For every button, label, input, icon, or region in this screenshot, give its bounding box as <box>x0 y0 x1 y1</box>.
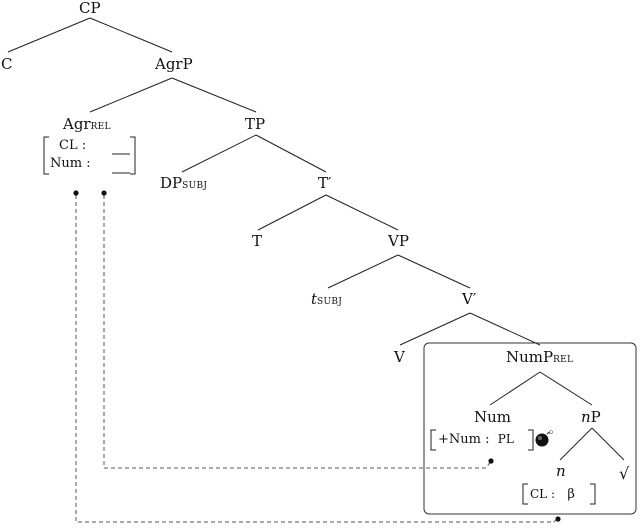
node-agr-sub: REL <box>90 122 111 132</box>
node-v-bar: V′ <box>462 290 477 308</box>
branch-tp-dp <box>181 134 257 173</box>
node-np-rest: P <box>590 408 601 426</box>
agr-feature-cl: CL : <box>59 138 87 153</box>
node-n: n <box>556 462 566 480</box>
node-t-subj-sub: SUBJ <box>317 297 343 307</box>
branch-np-n <box>559 427 593 461</box>
branch-vp-vbar <box>397 254 471 289</box>
node-tp: TP <box>245 115 266 133</box>
branch-nump-np <box>539 371 593 406</box>
node-agr-head: Agr <box>63 115 91 133</box>
goal-dot-num <box>488 458 494 464</box>
node-dp-subj: DPSUBJ <box>160 176 207 191</box>
branch-nump-num <box>489 371 541 406</box>
branch-agrp-tp <box>171 77 257 113</box>
probe-dot-num <box>101 190 107 196</box>
branch-vbar-nump <box>469 312 541 346</box>
node-t-subj-head: t <box>311 290 318 308</box>
node-np: nP <box>581 410 601 425</box>
node-v: V <box>394 348 405 366</box>
node-nump-sub: REL <box>553 355 574 365</box>
branch-cp-c <box>7 17 91 53</box>
node-t-bar: T′ <box>318 174 332 192</box>
node-dp-head: DP <box>160 174 183 192</box>
nump-box <box>423 342 637 515</box>
branch-tbar-t <box>257 194 327 231</box>
node-c: C <box>1 55 13 73</box>
node-nump-head: NumP <box>506 348 554 366</box>
n-feature-brackets <box>522 483 596 505</box>
agr-feature-brackets <box>43 136 136 175</box>
n-feature-attr: CL : <box>530 487 556 501</box>
node-cp: CP <box>79 0 101 17</box>
node-num: Num <box>474 408 512 426</box>
agree-line-num <box>103 195 492 469</box>
node-vp: VP <box>388 232 409 250</box>
branch-tbar-vp <box>325 194 399 231</box>
num-feature-value: PL <box>497 432 514 446</box>
node-np-italic: n <box>581 408 591 426</box>
branch-cp-agrp <box>89 17 173 53</box>
num-feature-attr: +Num : <box>438 432 490 447</box>
branch-vp-tsubj <box>327 254 399 289</box>
node-t: T <box>252 232 263 250</box>
node-agr: AgrREL <box>63 117 111 132</box>
node-t-subj: tSUBJ <box>311 292 342 307</box>
node-root: √ <box>619 464 630 483</box>
goal-dot-cl <box>555 516 561 522</box>
branch-tp-tbar <box>255 134 327 173</box>
node-dp-sub: SUBJ <box>182 181 208 191</box>
bomb-icon <box>535 430 553 447</box>
num-feature: +Num : PL <box>438 433 514 446</box>
node-nump: NumPREL <box>506 350 573 365</box>
branch-np-root <box>591 427 625 461</box>
num-feature-brackets <box>430 429 534 451</box>
branch-agrp-agr <box>89 77 173 113</box>
n-feature: CL : β <box>530 488 575 501</box>
node-agrp: AgrP <box>155 55 193 73</box>
agree-line-cl <box>75 195 558 523</box>
n-feature-value: β <box>567 487 575 502</box>
branch-vbar-v <box>399 312 471 346</box>
agr-feature-num: Num : <box>50 156 91 171</box>
probe-dot-cl <box>73 190 79 196</box>
